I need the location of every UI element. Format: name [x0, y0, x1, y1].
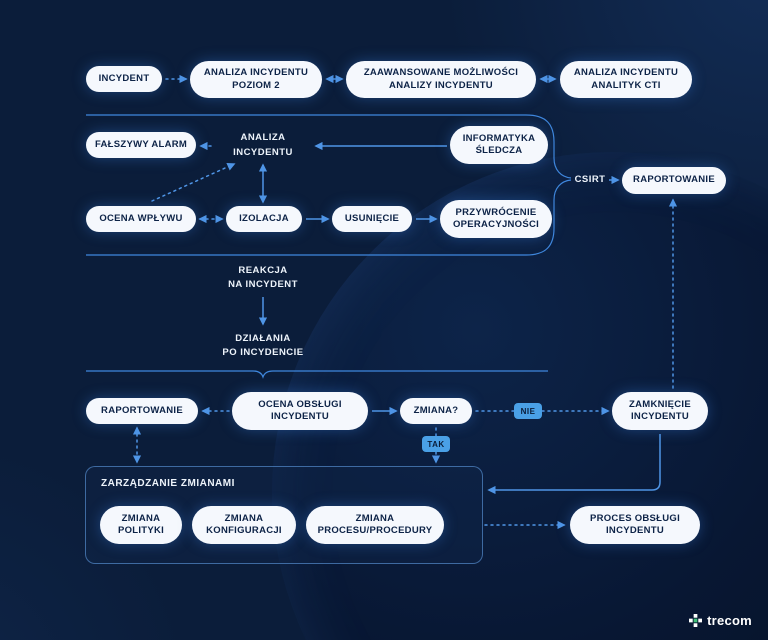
node-zamkniecie-line2: INCYDENTU — [631, 411, 689, 422]
node-raportowanie-bottom: RAPORTOWANIE — [86, 398, 198, 424]
node-analityk-cti-line1: ANALIZA INCYDENTU — [573, 67, 679, 79]
trecom-logo-text: trecom — [707, 613, 752, 628]
node-incydent-label: INCYDENT — [98, 72, 150, 84]
node-zmiana-procesu-line2: PROCESU/PROCEDURY — [317, 525, 433, 536]
node-informatyka-line2: ŚLEDCZA — [475, 145, 523, 156]
node-usuniecie-label: USUNIĘCIE — [344, 212, 400, 224]
label-dzialania-po-incydencie: DZIAŁANIA PO INCYDENCIE — [200, 331, 326, 361]
arrow-zamkniecie-to-zarzadzanie — [487, 434, 661, 495]
badge-tak: TAK — [422, 436, 450, 452]
node-raportowanie-top-label: RAPORTOWANIE — [633, 174, 715, 186]
node-zaawansowane-mozliwosci: ZAAWANSOWANE MOŻLIWOŚCI ANALIZY INCYDENT… — [346, 61, 536, 98]
node-zmiana-procesu-line1: ZMIANA — [355, 512, 395, 524]
node-zaawansowane-line1: ZAAWANSOWANE MOŻLIWOŚCI — [363, 67, 519, 79]
arrow-ocena-wplywu-to-analiza — [151, 162, 236, 202]
label-reakcja-na-incydent: REAKCJA NA INCYDENT — [200, 263, 326, 293]
node-informatyka-line1: INFORMATYKA — [462, 132, 536, 144]
node-zmiana-label: ZMIANA? — [413, 404, 459, 416]
badge-nie: NIE — [514, 403, 542, 419]
node-proces-obslugi: PROCES OBSŁUGI INCYDENTU — [570, 506, 700, 544]
node-zmiana-polityki: ZMIANA POLITYKI — [100, 506, 182, 544]
node-ocena-wplywu-label: OCENA WPŁYWU — [99, 212, 183, 224]
node-ocena-obslugi-line2: INCYDENTU — [271, 411, 329, 422]
label-csirt: CSIRT — [572, 172, 608, 188]
node-izolacja: IZOLACJA — [226, 206, 302, 232]
brace-top-section — [86, 114, 572, 179]
group-zarzadzanie-title-text: ZARZĄDZANIE ZMIANAMI — [101, 478, 235, 489]
node-zamkniecie-incydentu: ZAMKNIĘCIE INCYDENTU — [612, 392, 708, 430]
node-przywrocenie: PRZYWRÓCENIE OPERACYJNOŚCI — [440, 200, 552, 238]
node-zmiana-polityki-line1: ZMIANA — [121, 512, 161, 524]
label-analiza-incydentu: ANALIZA INCYDENTU — [213, 130, 313, 161]
node-zmiana-procesu: ZMIANA PROCESU/PROCEDURY — [306, 506, 444, 544]
node-ocena-obslugi: OCENA OBSŁUGI INCYDENTU — [232, 392, 368, 430]
node-zmiana-decyzja: ZMIANA? — [400, 398, 472, 424]
label-reakcja-line1: REAKCJA — [238, 264, 288, 276]
trecom-logo: trecom — [689, 613, 752, 628]
label-analiza-line2: INCYDENTU — [233, 146, 293, 158]
node-zmiana-konfiguracji-line1: ZMIANA — [224, 512, 264, 524]
node-ocena-wplywu: OCENA WPŁYWU — [86, 206, 196, 232]
node-ocena-obslugi-line1: OCENA OBSŁUGI — [258, 398, 342, 410]
node-analiza-poziom2: ANALIZA INCYDENTU POZIOM 2 — [190, 61, 322, 98]
node-zmiana-konfiguracji: ZMIANA KONFIGURACJI — [192, 506, 296, 544]
node-zaawansowane-line2: ANALIZY INCYDENTU — [389, 79, 493, 91]
node-proces-obslugi-line2: INCYDENTU — [606, 525, 664, 536]
node-zmiana-konfiguracji-line2: KONFIGURACJI — [206, 525, 282, 536]
node-proces-obslugi-line1: PROCES OBSŁUGI — [589, 512, 681, 524]
node-przywrocenie-line2: OPERACYJNOŚCI — [452, 219, 540, 230]
label-dzialania-line1: DZIAŁANIA — [235, 332, 291, 344]
node-zamkniecie-line1: ZAMKNIĘCIE — [629, 398, 691, 410]
badge-nie-label: NIE — [520, 406, 536, 416]
node-izolacja-label: IZOLACJA — [239, 212, 289, 224]
label-csirt-text: CSIRT — [574, 173, 606, 185]
node-informatyka-sledcza: INFORMATYKA ŚLEDCZA — [450, 126, 548, 164]
node-falszywy-alarm-label: FAŁSZYWY ALARM — [94, 138, 188, 150]
label-analiza-line1: ANALIZA — [240, 132, 286, 144]
node-zmiana-polityki-line2: POLITYKI — [117, 525, 165, 536]
node-incydent: INCYDENT — [86, 66, 162, 92]
node-raportowanie-top: RAPORTOWANIE — [622, 167, 726, 194]
brace-middle-section — [86, 179, 572, 256]
node-przywrocenie-line1: PRZYWRÓCENIE — [455, 206, 537, 218]
node-falszywy-alarm: FAŁSZYWY ALARM — [86, 132, 196, 158]
brace-bottom-section — [86, 370, 548, 379]
group-zarzadzanie-title: ZARZĄDZANIE ZMIANAMI — [101, 478, 235, 489]
node-analityk-cti-line2: ANALITYK CTI — [591, 79, 661, 91]
node-analiza-poziom2-line2: POZIOM 2 — [232, 79, 280, 91]
trecom-logo-icon — [689, 614, 703, 627]
label-reakcja-line2: NA INCYDENT — [228, 279, 298, 290]
badge-tak-label: TAK — [427, 439, 445, 449]
node-usuniecie: USUNIĘCIE — [332, 206, 412, 232]
node-analityk-cti: ANALIZA INCYDENTU ANALITYK CTI — [560, 61, 692, 98]
node-analiza-poziom2-line1: ANALIZA INCYDENTU — [203, 67, 309, 79]
node-raportowanie-bottom-label: RAPORTOWANIE — [101, 404, 183, 416]
label-dzialania-line2: PO INCYDENCIE — [222, 347, 304, 358]
